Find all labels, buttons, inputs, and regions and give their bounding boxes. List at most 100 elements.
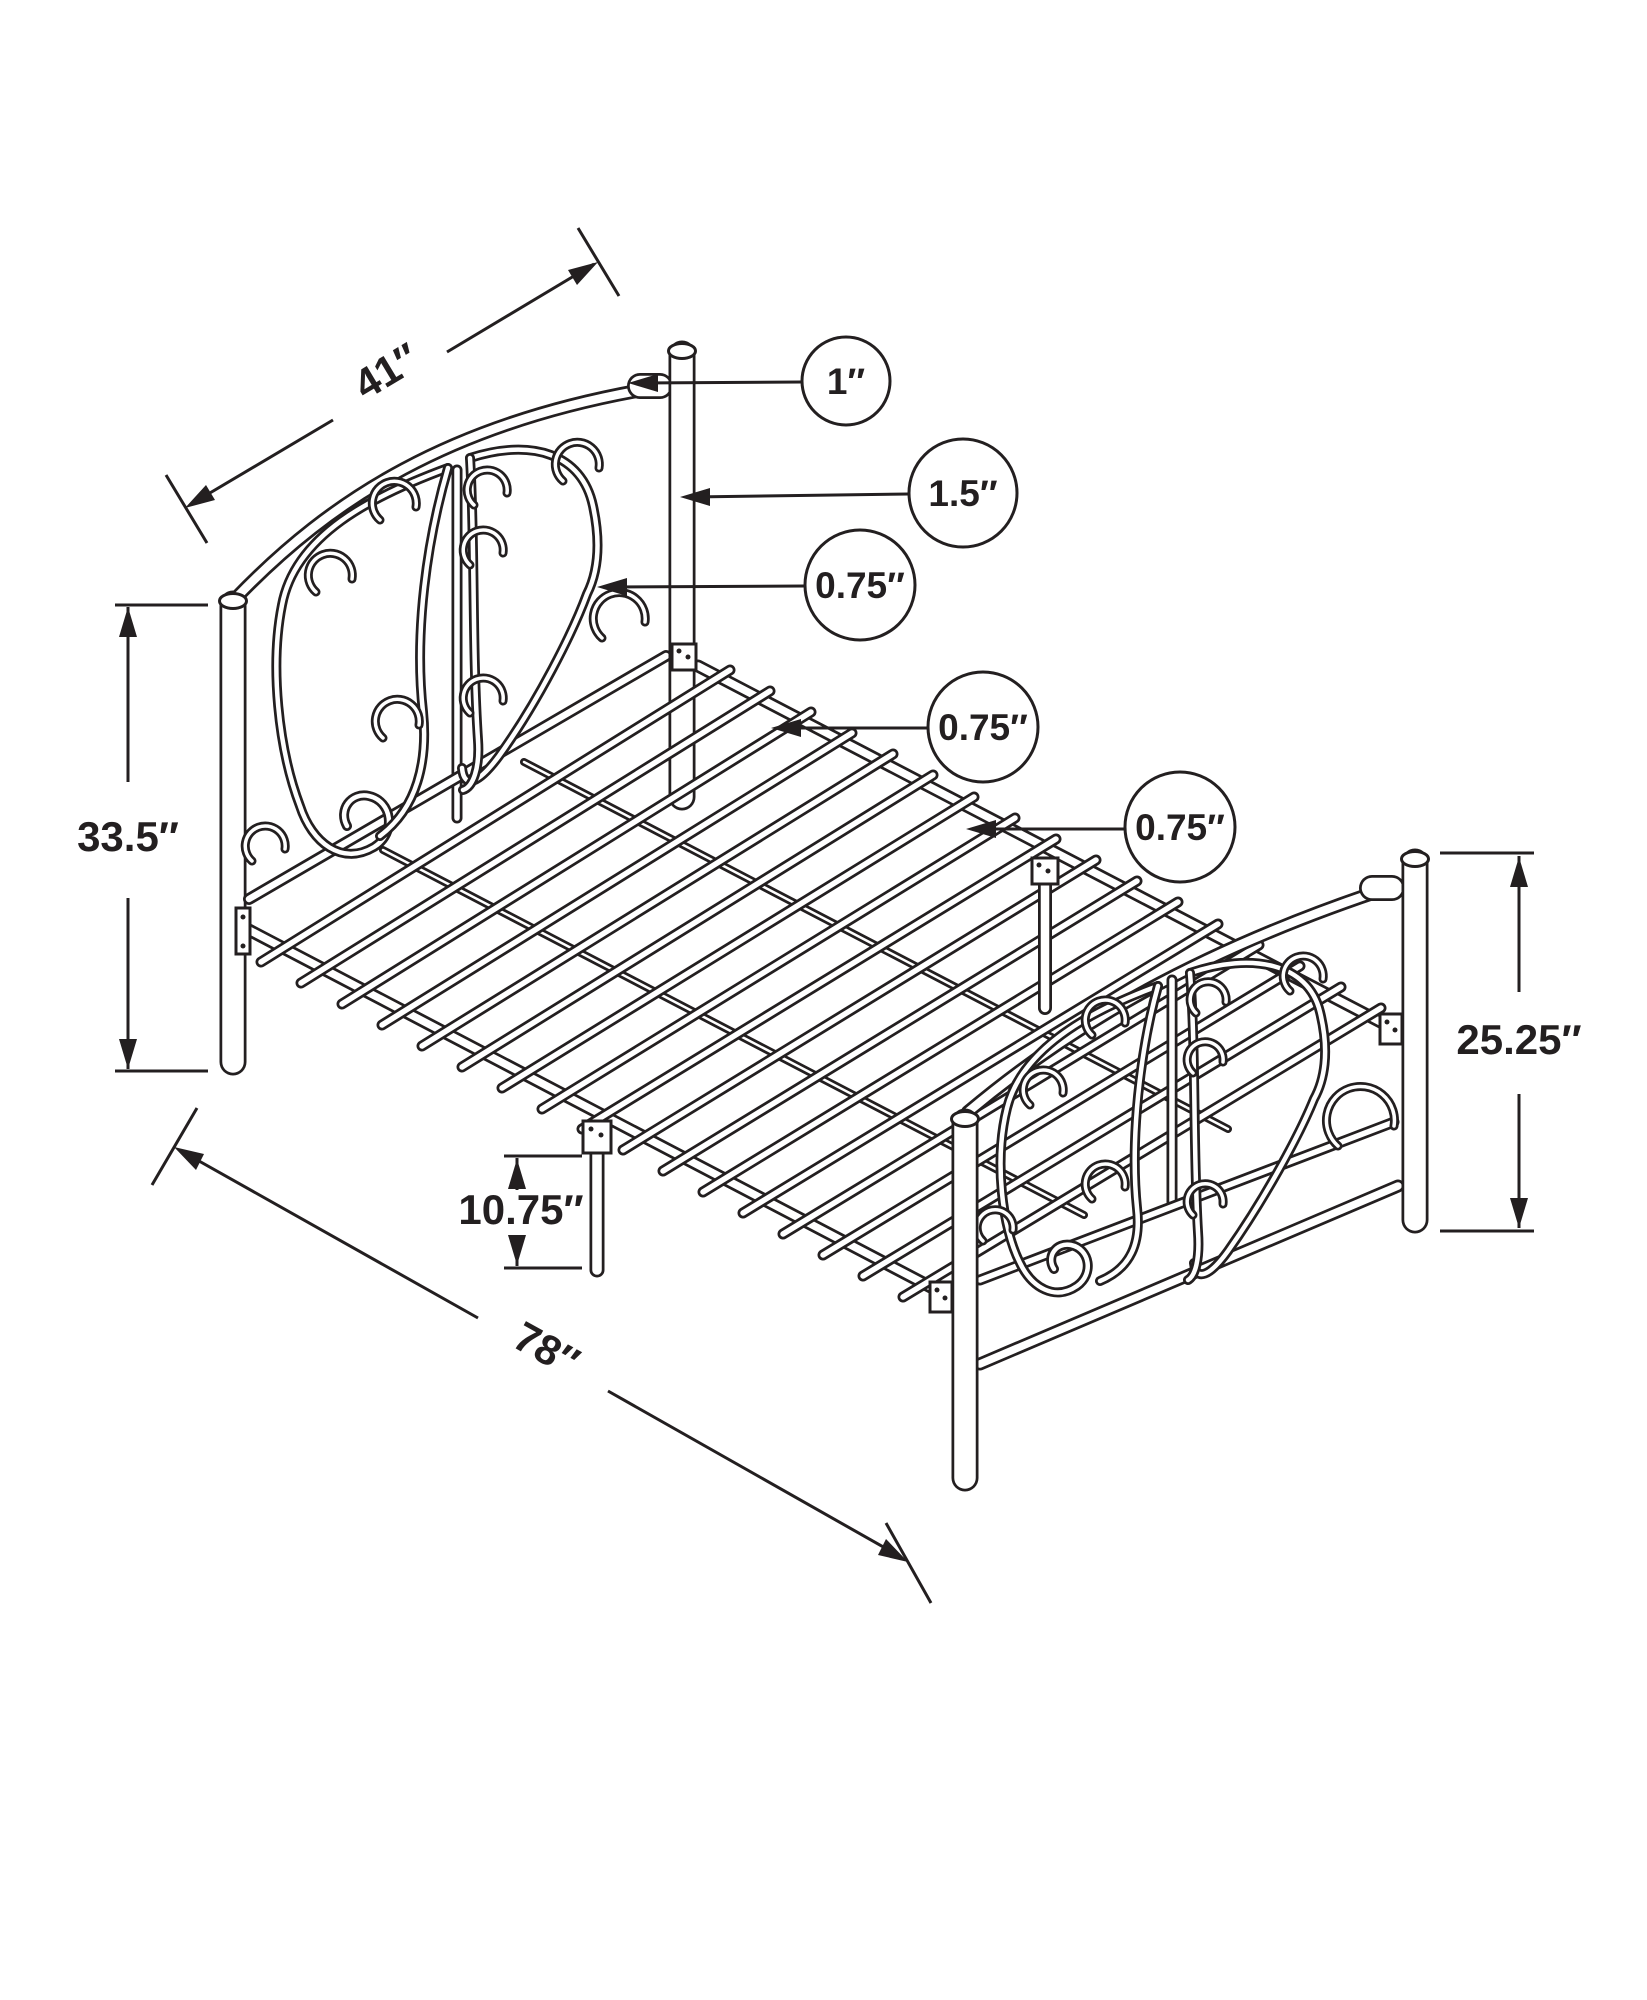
arrowhead [119, 1039, 137, 1069]
bracket [1030, 856, 1060, 886]
dim-deck-height: 10.75″ [458, 1154, 584, 1270]
scroll-curl [591, 590, 647, 640]
arrowhead [508, 1235, 526, 1265]
scroll-heart-left-inner [1097, 983, 1161, 1284]
scroll-curl [306, 551, 355, 594]
screw [240, 943, 246, 949]
scroll-curl [1324, 1084, 1397, 1148]
scroll-curl [1281, 954, 1325, 993]
arrowhead [1510, 857, 1528, 887]
slat [660, 878, 1140, 1174]
arrowhead [628, 374, 658, 392]
scroll-curl [1083, 1162, 1127, 1201]
headboard-top-rail [231, 383, 659, 603]
callout-bubble [803, 528, 917, 642]
screw [942, 1295, 948, 1301]
scroll-heart-right-outer [459, 447, 600, 784]
arrowhead [771, 719, 801, 737]
arrowhead [508, 1159, 526, 1189]
screw [1392, 1027, 1398, 1033]
slat [459, 772, 936, 1070]
callout-label-slat-tube: 0.75″ [938, 707, 1028, 748]
slat [820, 963, 1303, 1258]
slat [700, 899, 1181, 1195]
slat [298, 688, 773, 986]
scroll-curl [465, 468, 509, 507]
slat [860, 984, 1344, 1279]
scroll-heart-left-inner [377, 465, 451, 839]
scroll-curl [1188, 979, 1228, 1015]
footboard-scrollwork [972, 951, 1399, 1298]
scroll-curl [373, 697, 422, 740]
callout-label-post: 1.5″ [928, 473, 997, 514]
dim-footboard-height: 25.25″ [1440, 851, 1582, 1233]
callout-bubble [800, 335, 892, 427]
slat [339, 709, 814, 1007]
arrowhead [185, 485, 215, 508]
callout-bubble [907, 437, 1019, 549]
slat [740, 921, 1221, 1216]
arrowhead [966, 820, 996, 838]
callout-label-scroll-tube: 0.75″ [815, 565, 905, 606]
dim-label-footboard-height: 25.25″ [1456, 1016, 1581, 1063]
scroll-curl [461, 528, 505, 567]
bracket [581, 1119, 613, 1155]
scroll-heart-right-inner [1185, 970, 1201, 1283]
headboard-bottom-rail [245, 652, 670, 903]
callout-top-rail: 1″ [628, 335, 892, 427]
slat [419, 751, 896, 1049]
screw [1384, 1019, 1390, 1025]
footboard [928, 848, 1430, 1492]
screw [588, 1126, 594, 1132]
screw [934, 1287, 940, 1293]
callout-post: 1.5″ [680, 437, 1019, 549]
arrowhead [119, 607, 137, 637]
bracket [670, 642, 698, 672]
scroll-heart-left-outer [998, 983, 1161, 1295]
arrowhead [1510, 1198, 1528, 1228]
arrowhead [680, 488, 710, 506]
screw [685, 654, 691, 660]
slat [620, 857, 1099, 1153]
callout-side-rail-tube: 0.75″ [966, 770, 1237, 884]
post-cap [1400, 850, 1430, 868]
callout-label-top-rail: 1″ [827, 361, 866, 402]
slat [258, 667, 733, 965]
slat [539, 815, 1018, 1112]
slat [499, 794, 977, 1091]
scroll-curl [370, 479, 419, 522]
screw [676, 648, 682, 654]
bracket [234, 906, 252, 956]
dim-length: 78″ [150, 1107, 933, 1604]
bracket [1378, 1012, 1404, 1046]
arrowhead [174, 1147, 204, 1170]
dim-label-length: 78″ [506, 1312, 587, 1386]
post-cap [667, 342, 697, 360]
scroll-heart-left-inner [375, 463, 453, 841]
scroll-curl [461, 676, 505, 715]
scroll-curl [1083, 998, 1127, 1037]
callout-bubble [926, 670, 1040, 784]
headboard-scrollwork [240, 437, 650, 866]
arrowhead [878, 1539, 908, 1562]
dim-label-headboard-width: 41″ [345, 334, 427, 409]
slat [579, 836, 1059, 1132]
dim-headboard-height: 33.5″ [77, 603, 208, 1073]
screw [1036, 862, 1042, 868]
dim-label-headboard-height: 33.5″ [77, 813, 179, 860]
callout-scroll-tube: 0.75″ [597, 528, 917, 642]
callout-bubble [1123, 770, 1237, 884]
screw [1045, 868, 1051, 874]
scroll-curl [1185, 1181, 1225, 1217]
slat [379, 730, 855, 1028]
slats [255, 664, 1387, 1303]
center-support-leg-far [1030, 856, 1060, 1015]
slat [900, 1005, 1384, 1300]
scroll-curl [243, 824, 287, 863]
screw [240, 914, 246, 920]
arrowhead [597, 578, 627, 596]
arrowhead [568, 262, 598, 285]
scroll-curl [1021, 1068, 1065, 1107]
